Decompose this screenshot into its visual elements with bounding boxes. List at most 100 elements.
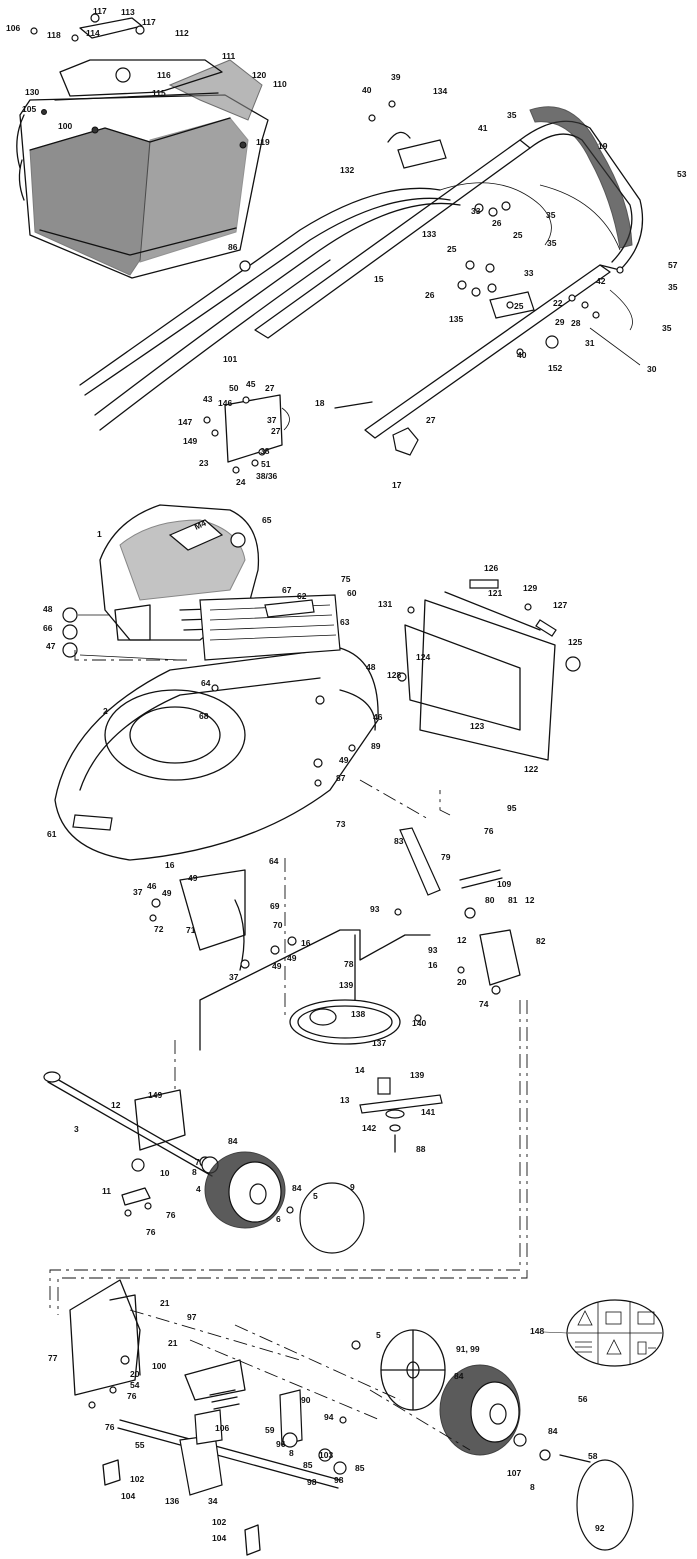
part-label: 92 [595,1523,605,1533]
assembly-guide-lines [49,650,528,1451]
part-label: 27 [271,426,281,436]
part-label: 75 [341,574,351,584]
part-label: 132 [340,165,354,175]
part-label: 84 [292,1183,302,1193]
part-label: 152 [548,363,562,373]
part-label: 106 [6,23,20,33]
part-label: 38 [260,446,270,456]
grass-box-assembly [16,13,269,279]
part-label: 50 [229,383,239,393]
part-label: 25 [514,301,524,311]
part-label: 22 [553,298,563,308]
part-label: 35 [662,323,672,333]
part-label: 46 [373,712,383,722]
part-label: 42 [596,276,606,286]
part-label: 104 [121,1491,135,1501]
part-label: 16 [165,860,175,870]
part-label: 147 [178,417,192,427]
part-label: 49 [162,888,172,898]
part-label: 4 [196,1184,201,1194]
part-label: 137 [372,1038,386,1048]
part-label: 20 [130,1369,140,1379]
part-label: 105 [22,104,36,114]
part-label: 131 [378,599,392,609]
part-label: 136 [165,1496,179,1506]
part-label: 48 [43,604,53,614]
part-label: 69 [270,901,280,911]
part-label: 33 [524,268,534,278]
part-label: 61 [47,829,57,839]
stop-exit-icon [637,1341,656,1355]
rear-flap-assembly [397,579,581,761]
part-label: 65 [262,515,272,525]
part-label: 80 [485,895,495,905]
engine-model-badge: M4 [193,518,208,532]
front-axle-wheel [43,1071,365,1254]
part-label: 101 [223,354,237,364]
blade-assembly [359,1077,443,1153]
part-label: 129 [523,583,537,593]
part-label: 26 [492,218,502,228]
part-label: 113 [121,7,135,17]
part-label: 35 [507,110,517,120]
part-label: 48 [366,662,376,672]
part-label: 122 [524,764,538,774]
part-label: 120 [252,70,266,80]
part-label: 68 [199,711,209,721]
part-label: 27 [265,383,275,393]
part-label: 35 [546,210,556,220]
part-label: 117 [93,6,107,16]
part-label: 115 [152,88,166,98]
part-label: 19 [598,141,608,151]
part-label: 67 [282,585,292,595]
part-label: 128 [387,670,401,680]
part-label: 60 [347,588,357,598]
part-label: 21 [168,1338,178,1348]
part-label: 148 [530,1326,544,1336]
part-label: 114 [86,28,100,38]
part-label: 37 [229,972,239,982]
part-label: 94 [324,1412,334,1422]
part-label: 83 [394,836,404,846]
part-label: 100 [58,121,72,131]
part-label: 57 [668,260,678,270]
part-label: 25 [513,230,523,240]
part-label: 58 [588,1451,598,1461]
triangle-warning-icon [577,1310,593,1326]
hand-blade-warning-icon [606,1339,622,1355]
part-label: 38/36 [256,471,278,481]
part-label: 85 [355,1463,365,1473]
rotating-blade-icon [575,1341,592,1353]
height-adjust-mechanism [149,827,521,1051]
part-label: 12 [457,935,467,945]
part-label: 134 [433,86,447,96]
part-label: 63 [340,617,350,627]
part-label: 93 [370,904,380,914]
part-label: 17 [392,480,402,490]
part-label: 31 [585,338,595,348]
part-label: 8 [530,1482,535,1492]
part-label: 100 [152,1361,166,1371]
part-label: 138 [351,1009,365,1019]
part-label: 15 [374,274,384,284]
part-label: 53 [677,169,687,179]
part-label: 8 [289,1448,294,1458]
part-label: 5 [313,1191,318,1201]
part-label: 66 [43,623,53,633]
part-label: 27 [426,415,436,425]
part-label: 84 [454,1371,464,1381]
part-label: 30 [647,364,657,374]
part-label: 90 [301,1395,311,1405]
part-label: 9 [350,1182,355,1192]
part-label: 59 [265,1425,275,1435]
part-label: 7 [195,1157,200,1167]
deck-assembly [54,594,379,861]
part-label: 130 [25,87,39,97]
part-label: 40 [362,85,372,95]
part-label: 14 [355,1065,365,1075]
part-label: 77 [48,1353,58,1363]
part-label: 76 [146,1227,156,1237]
part-label: 116 [157,70,171,80]
part-label: 43 [203,394,213,404]
part-label: 49 [188,873,198,883]
